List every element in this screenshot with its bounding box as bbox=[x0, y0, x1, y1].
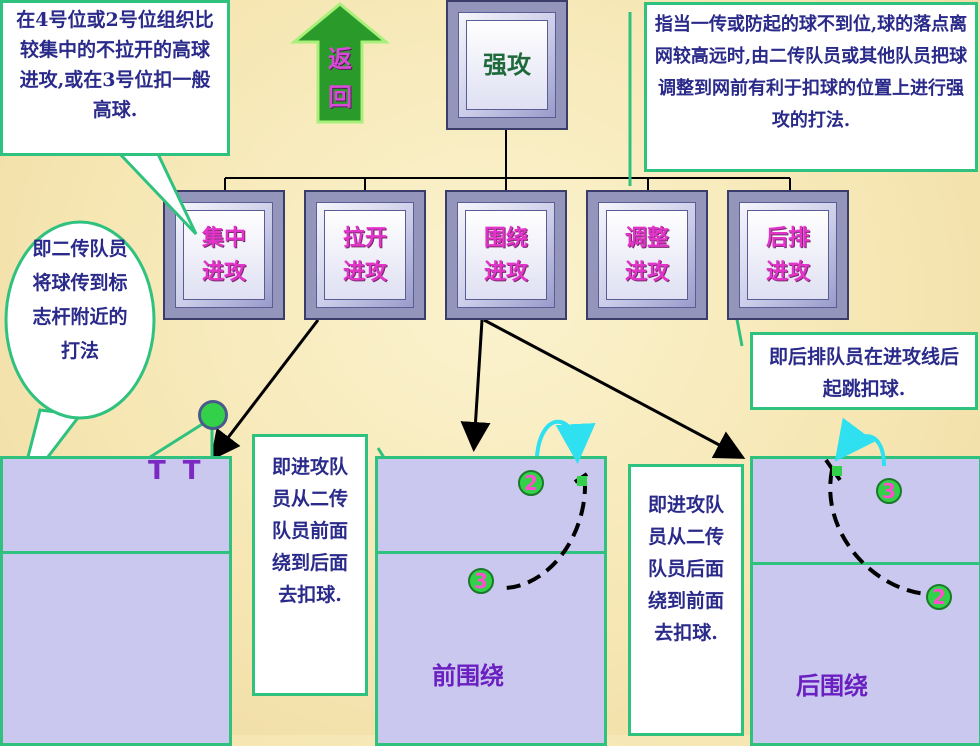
front-around-note: 即进攻队员从二传队员前面绕到后面去扣球. bbox=[252, 434, 368, 696]
back-around-note: 即进攻队员从二传队员后面绕到前面去扣球. bbox=[628, 464, 744, 736]
category-line1: 集中 bbox=[201, 225, 246, 251]
category-line2: 进攻 bbox=[342, 259, 387, 285]
court-front-around bbox=[375, 456, 607, 746]
category-box-concentrated[interactable]: 集中进攻 bbox=[163, 190, 285, 320]
attack-line-front-around bbox=[375, 551, 607, 554]
category-line1: 后排 bbox=[765, 225, 810, 251]
category-box-backrow[interactable]: 后排进攻 bbox=[727, 190, 849, 320]
front-around-label: 前围绕 bbox=[432, 661, 504, 690]
title-box: 强攻 bbox=[446, 0, 568, 130]
back-around-label: 后围绕 bbox=[796, 671, 868, 700]
category-line1: 拉开 bbox=[342, 225, 387, 251]
category-box-spread[interactable]: 拉开进攻 bbox=[304, 190, 426, 320]
category-line1: 调整 bbox=[624, 225, 669, 251]
attack-line-back-around bbox=[750, 562, 980, 565]
back-around-path bbox=[824, 417, 927, 596]
title-text: 强攻 bbox=[466, 20, 548, 110]
right-note: 即后排队员在进攻线后起跳扣球. bbox=[750, 332, 978, 410]
ball-2: 2 bbox=[926, 584, 952, 610]
top-left-note: 在4号位或2号位组织比较集中的不拉开的高球进攻,或在3号位扣一般高球. bbox=[0, 0, 230, 156]
category-line2: 进攻 bbox=[765, 259, 810, 285]
category-line2: 进攻 bbox=[483, 259, 528, 285]
ball-3: 3 bbox=[876, 478, 902, 504]
back-button[interactable]: 返 回 bbox=[289, 2, 391, 124]
category-line1: 围绕 bbox=[483, 225, 528, 251]
ball-2: 2 bbox=[518, 470, 544, 496]
category-line2: 进攻 bbox=[624, 259, 669, 285]
top-right-note: 指当一传或防起的球不到位,球的落点离网较高远时,由二传队员或其他队员把球调整到网… bbox=[644, 2, 978, 172]
net-marker: T T bbox=[148, 456, 205, 486]
back-label: 返 回 bbox=[328, 44, 352, 111]
left-note: 即二传队员将球传到标志杆附近的打法 bbox=[32, 238, 128, 362]
setter-ball bbox=[198, 400, 228, 430]
category-box-around[interactable]: 围绕进攻 bbox=[445, 190, 567, 320]
front-around-path bbox=[502, 419, 596, 590]
court-left bbox=[0, 456, 232, 746]
category-line2: 进攻 bbox=[201, 259, 246, 285]
category-box-adjust[interactable]: 调整进攻 bbox=[586, 190, 708, 320]
attack-line-left bbox=[0, 551, 232, 554]
ball-3: 3 bbox=[468, 568, 494, 594]
up-arrow-icon bbox=[289, 2, 391, 124]
